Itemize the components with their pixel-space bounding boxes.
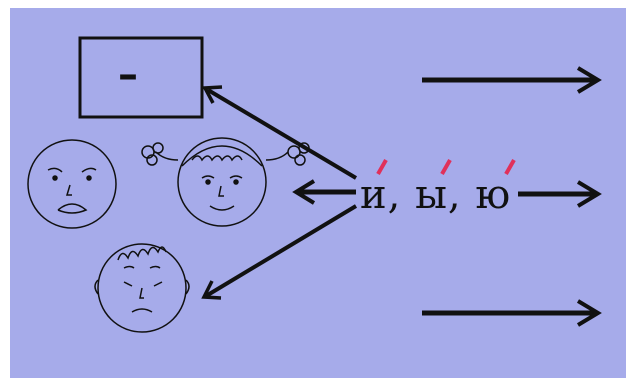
left-arrow-to-girl	[292, 179, 356, 205]
dash-symbol: –	[118, 52, 138, 98]
boy-face-icon	[94, 243, 190, 333]
middle-right-arrow	[518, 180, 602, 208]
girl-face-icon	[141, 137, 310, 227]
bottom-right-arrow	[422, 299, 602, 327]
arrow-to-box	[202, 85, 358, 180]
arrow-to-boy	[201, 204, 358, 300]
vowel-letters: и, ы, ю	[360, 172, 512, 218]
dash-box	[78, 36, 204, 119]
stress-mark-1	[376, 159, 388, 175]
top-right-arrow	[422, 66, 602, 94]
sad-face-icon	[27, 139, 117, 229]
stress-mark-2	[440, 159, 452, 175]
stress-mark-3	[504, 159, 516, 175]
